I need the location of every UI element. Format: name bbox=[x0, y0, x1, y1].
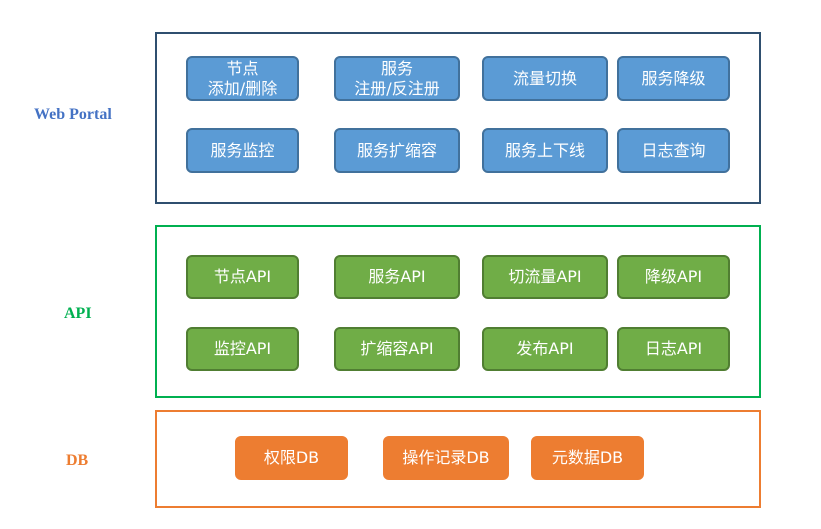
api-layer-box bbox=[155, 225, 761, 398]
metadata-db[interactable]: 元数据DB bbox=[531, 436, 644, 480]
log-api-label: 日志API bbox=[644, 339, 703, 358]
service-degrade[interactable]: 服务降级 bbox=[617, 56, 730, 101]
node-api[interactable]: 节点API bbox=[186, 255, 299, 299]
log-api[interactable]: 日志API bbox=[617, 327, 730, 371]
operation-log-db[interactable]: 操作记录DB bbox=[383, 436, 509, 480]
node-add-delete-line1: 节点 bbox=[226, 58, 259, 78]
service-online-offline-label: 服务上下线 bbox=[504, 140, 585, 160]
node-add-delete-line2: 添加/删除 bbox=[207, 78, 278, 98]
log-query[interactable]: 日志查询 bbox=[617, 128, 730, 173]
node-api-label: 节点API bbox=[213, 267, 272, 286]
service-degrade-label: 服务降级 bbox=[641, 68, 706, 88]
degrade-api[interactable]: 降级API bbox=[617, 255, 730, 299]
permission-db-label: 权限DB bbox=[263, 448, 320, 467]
permission-db[interactable]: 权限DB bbox=[235, 436, 348, 480]
traffic-switch[interactable]: 流量切换 bbox=[482, 56, 608, 101]
traffic-switch-api-label: 切流量API bbox=[508, 267, 582, 286]
service-online-offline[interactable]: 服务上下线 bbox=[482, 128, 608, 173]
api-layer-label: API bbox=[64, 305, 92, 322]
service-register-line2: 注册/反注册 bbox=[354, 78, 440, 98]
web-portal-layer-label: Web Portal bbox=[34, 106, 112, 123]
scaling-api[interactable]: 扩缩容API bbox=[334, 327, 460, 371]
service-register-unregister[interactable]: 服务 注册/反注册 bbox=[334, 56, 460, 101]
traffic-switch-api[interactable]: 切流量API bbox=[482, 255, 608, 299]
log-query-label: 日志查询 bbox=[641, 140, 706, 160]
service-scaling[interactable]: 服务扩缩容 bbox=[334, 128, 460, 173]
node-add-delete[interactable]: 节点 添加/删除 bbox=[186, 56, 299, 101]
service-monitor[interactable]: 服务监控 bbox=[186, 128, 299, 173]
operation-log-db-label: 操作记录DB bbox=[402, 448, 490, 467]
monitor-api-label: 监控API bbox=[213, 339, 272, 358]
service-monitor-label: 服务监控 bbox=[210, 140, 275, 160]
service-register-line1: 服务 bbox=[380, 58, 413, 78]
monitor-api[interactable]: 监控API bbox=[186, 327, 299, 371]
traffic-switch-label: 流量切换 bbox=[512, 68, 577, 88]
service-api-label: 服务API bbox=[368, 267, 426, 286]
service-api[interactable]: 服务API bbox=[334, 255, 460, 299]
scaling-api-label: 扩缩容API bbox=[360, 339, 434, 358]
metadata-db-label: 元数据DB bbox=[551, 448, 624, 467]
release-api-label: 发布API bbox=[516, 339, 574, 358]
degrade-api-label: 降级API bbox=[644, 267, 703, 286]
release-api[interactable]: 发布API bbox=[482, 327, 608, 371]
db-layer-label: DB bbox=[66, 452, 89, 469]
service-scaling-label: 服务扩缩容 bbox=[356, 140, 437, 160]
